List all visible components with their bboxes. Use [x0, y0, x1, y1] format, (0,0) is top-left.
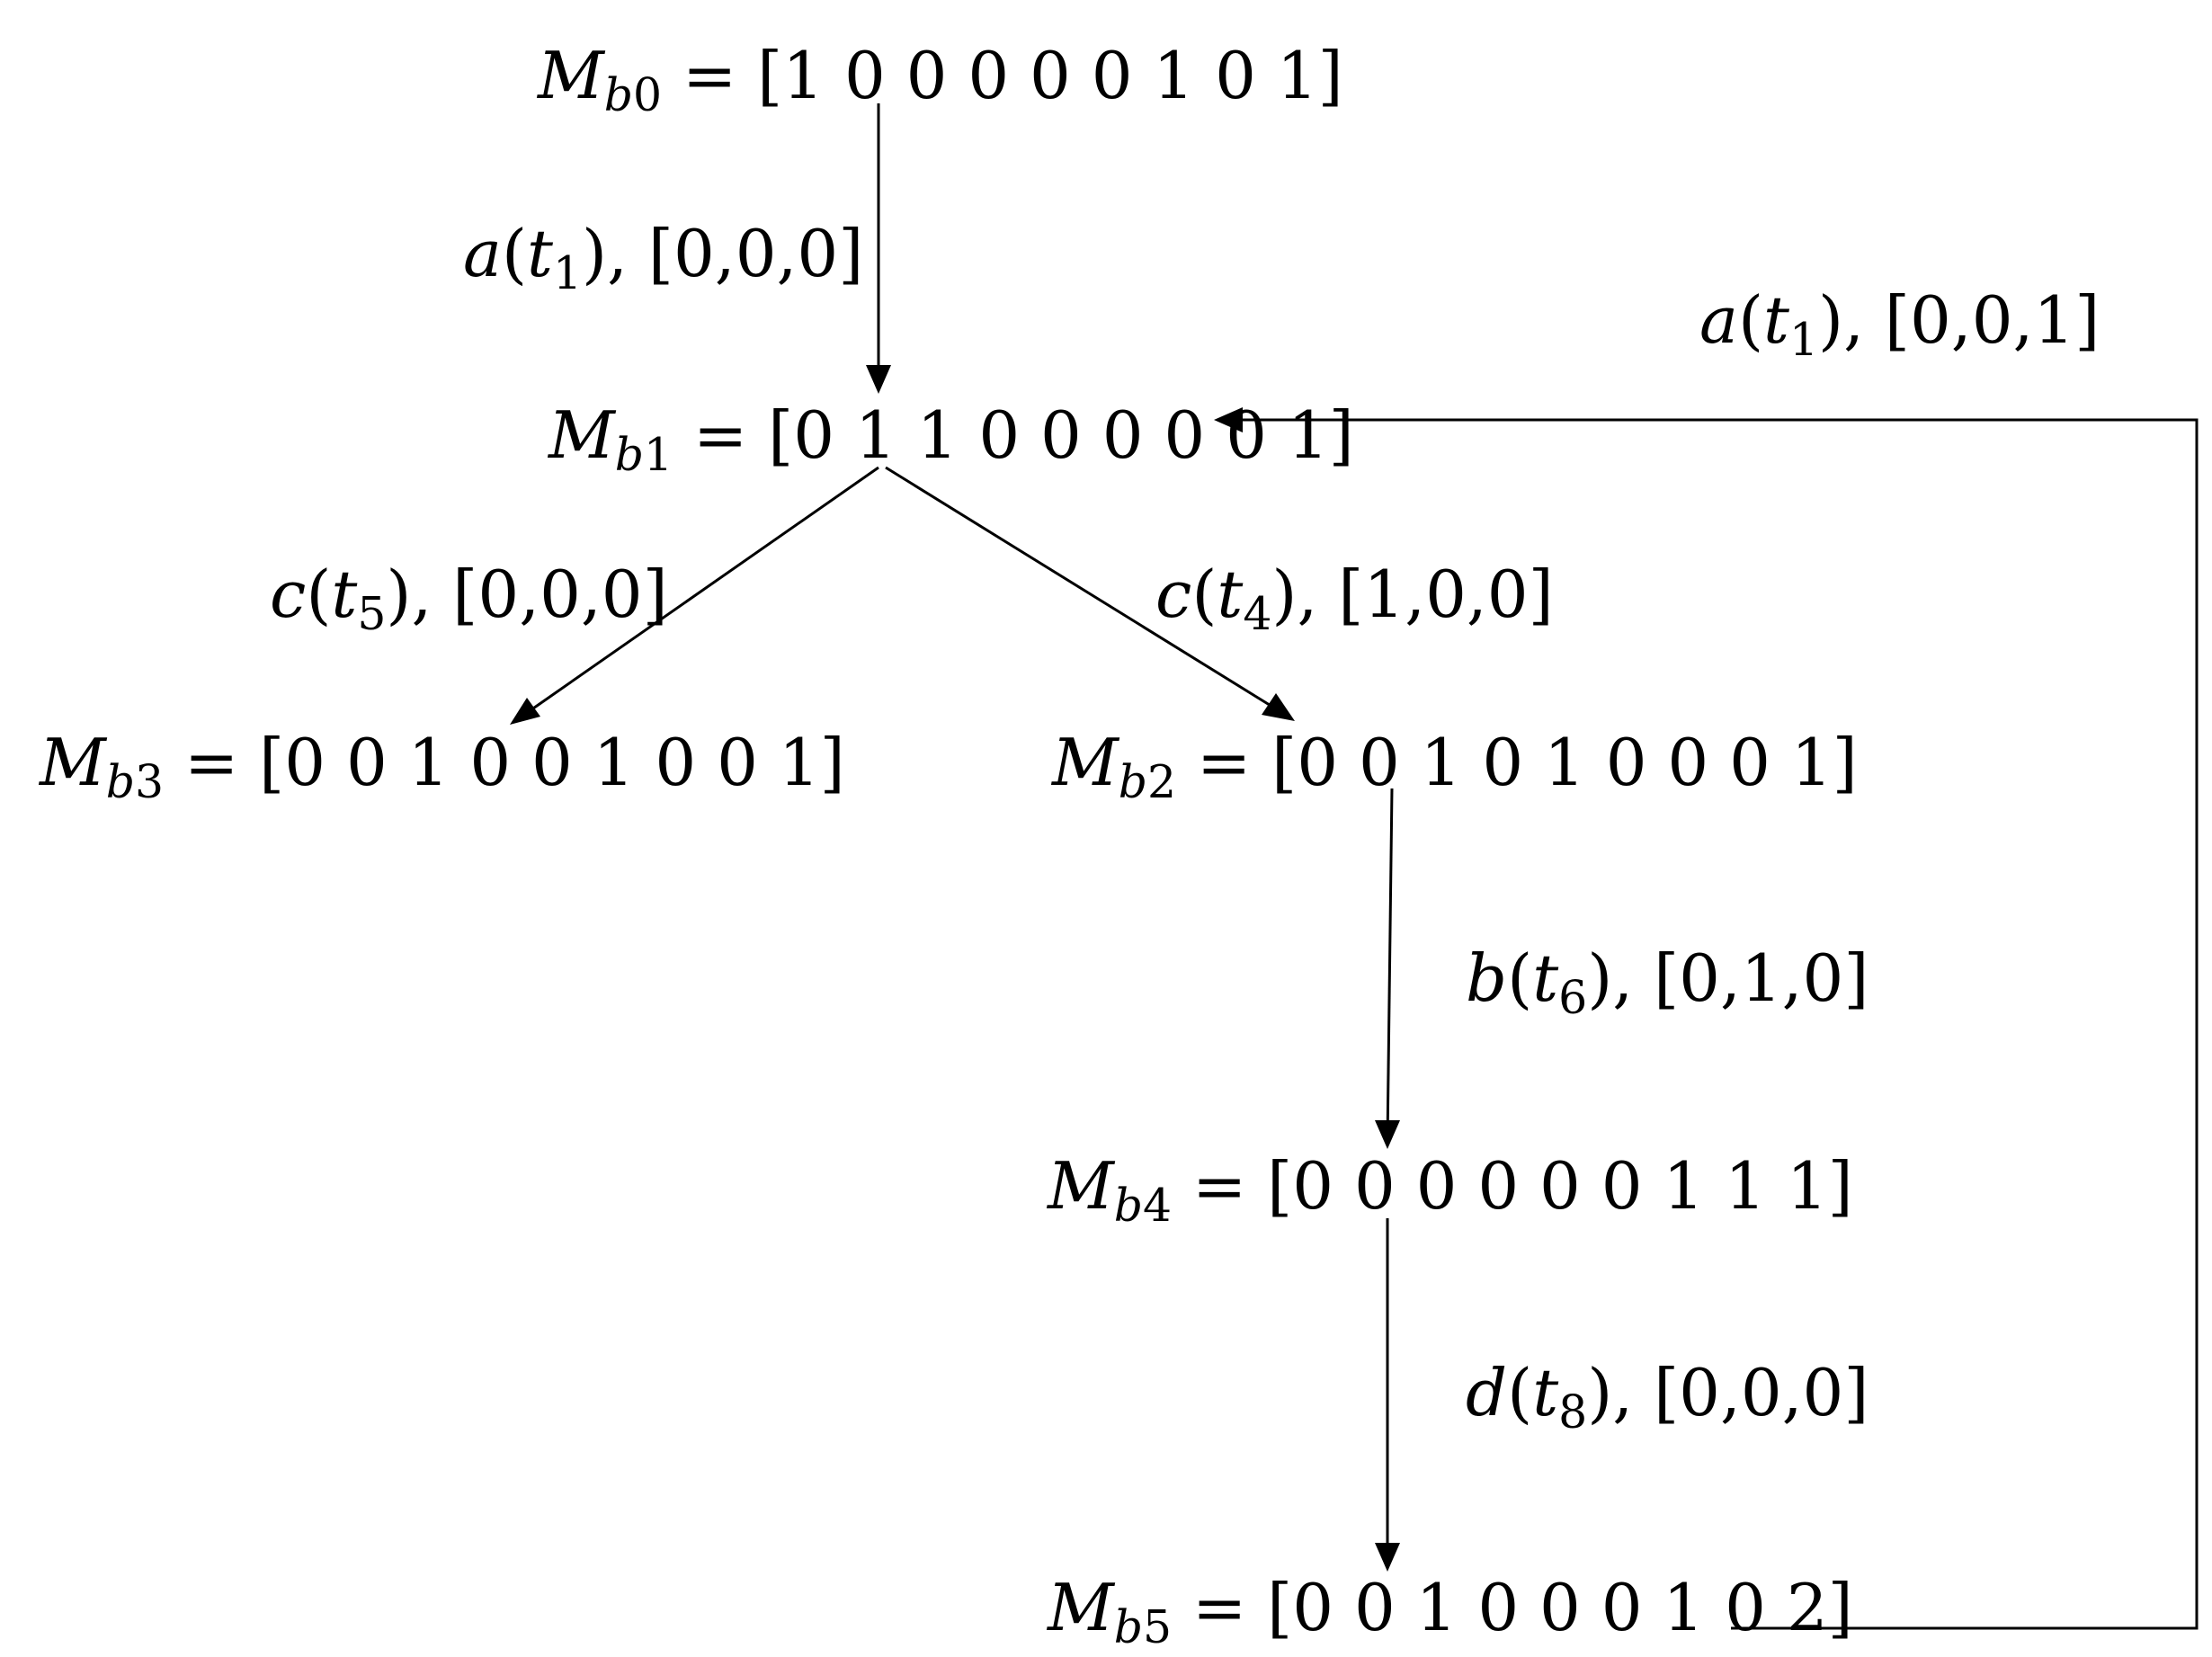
separator: ,: [1612, 1355, 1655, 1430]
transition-var: t: [527, 216, 553, 291]
event-name: a: [1699, 282, 1738, 358]
transition-index: 4: [1243, 587, 1272, 641]
state-vector: [0 0 0 0 0 0 1 1 1]: [1267, 1148, 1853, 1224]
transition-index: 5: [357, 587, 387, 641]
state-sub-letter: b: [603, 68, 633, 122]
paren-close: ): [582, 216, 608, 291]
transition-vector: [0,0,0]: [452, 557, 668, 632]
transition-label-mb0-mb1: a(t1), [0,0,0]: [463, 221, 863, 296]
transition-vector: [0,1,0]: [1654, 940, 1869, 1016]
state-sub-letter: b: [1118, 755, 1147, 809]
state-sub-letter: b: [614, 428, 644, 482]
paren-open: (: [306, 557, 332, 632]
paren-open: (: [1737, 282, 1764, 358]
separator: ,: [411, 557, 453, 632]
state-var: M: [1052, 725, 1119, 800]
edge-mb2-mb4: [1386, 788, 1394, 1143]
state-mb0: Mb0 = [1 0 0 0 0 0 1 0 1]: [538, 43, 1343, 118]
paren-close: ): [1818, 282, 1844, 358]
paren-open: (: [501, 216, 528, 291]
event-name: a: [463, 216, 502, 291]
equals-sign: =: [183, 725, 239, 800]
event-name: c: [1155, 557, 1192, 632]
state-sub-index: 4: [1143, 1179, 1173, 1233]
paren-open: (: [1191, 557, 1217, 632]
transition-var: t: [1532, 1355, 1559, 1430]
equals-sign: =: [1196, 725, 1252, 800]
state-sub-index: 0: [633, 68, 663, 122]
state-vector: [0 0 1 0 1 0 0 0 1]: [1271, 725, 1858, 800]
paren-close: ): [1587, 940, 1613, 1016]
transition-index: 1: [552, 246, 583, 300]
equals-sign: =: [1191, 1570, 1247, 1645]
state-vector: [1 0 0 0 0 0 1 0 1]: [757, 38, 1343, 113]
state-sub-letter: b: [1113, 1179, 1143, 1233]
state-sub-index: 2: [1147, 755, 1177, 809]
transition-index: 1: [1788, 313, 1819, 367]
state-mb3: Mb3 = [0 0 1 0 0 1 0 0 1]: [40, 730, 845, 805]
arrowhead-mb1-right: [1214, 407, 1243, 432]
state-var: M: [538, 38, 604, 113]
event-name: b: [1466, 940, 1508, 1016]
separator: ,: [1843, 282, 1885, 358]
equals-sign: =: [682, 38, 737, 113]
state-vector: [0 0 1 0 0 1 0 0 1]: [259, 725, 845, 800]
state-mb4: Mb4 = [0 0 0 0 0 0 1 1 1]: [1048, 1154, 1853, 1228]
arrowhead-mb5: [1375, 1543, 1400, 1572]
state-sub-letter: b: [105, 755, 135, 809]
arrowhead-mb3: [510, 698, 540, 725]
transition-label-mb1-mb3: c(t5), [0,0,0]: [270, 562, 668, 637]
state-sub-index: 1: [644, 428, 673, 482]
edge-mb5-mb1: [1223, 418, 2199, 1630]
transition-index: 8: [1558, 1385, 1588, 1439]
transition-var: t: [1763, 282, 1789, 358]
event-name: c: [270, 557, 307, 632]
arrowhead-mb2: [1262, 693, 1295, 721]
state-sub-letter: b: [1113, 1600, 1143, 1654]
edge-mb1-mb2: [885, 466, 1273, 708]
paren-close: ): [1587, 1355, 1613, 1430]
state-vector: [0 1 1 0 0 0 0 0 1]: [768, 397, 1354, 473]
transition-var: t: [331, 557, 358, 632]
paren-open: (: [1507, 940, 1533, 1016]
transition-label-mb1-mb2: c(t4), [1,0,0]: [1155, 562, 1554, 637]
paren-close: ): [1271, 557, 1298, 632]
state-mb2: Mb2 = [0 0 1 0 1 0 0 0 1]: [1052, 730, 1858, 805]
equals-sign: =: [692, 397, 748, 473]
transition-label-mb5-mb1: a(t1), [0,0,1]: [1699, 288, 2100, 362]
state-mb5: Mb5 = [0 0 1 0 0 0 1 0 2]: [1048, 1575, 1853, 1650]
transition-vector: [1,0,0]: [1338, 557, 1554, 632]
state-var: M: [549, 397, 615, 473]
transition-label-mb4-mb5: d(t8), [0,0,0]: [1466, 1360, 1869, 1435]
state-var: M: [1048, 1148, 1114, 1224]
transition-vector: [0,0,1]: [1884, 282, 2101, 358]
arrowhead-mb1-top: [866, 365, 891, 394]
state-sub-index: 3: [135, 755, 165, 809]
transition-var: t: [1532, 940, 1559, 1016]
equals-sign: =: [1191, 1148, 1247, 1224]
state-var: M: [1048, 1570, 1114, 1645]
state-mb1: Mb1 = [0 1 1 0 0 0 0 0 1]: [549, 403, 1354, 477]
transition-label-mb2-mb4: b(t6), [0,1,0]: [1466, 946, 1869, 1020]
paren-open: (: [1507, 1355, 1533, 1430]
edge-mb1-mb3: [530, 466, 879, 712]
transition-vector: [0,0,0]: [1654, 1355, 1869, 1430]
transition-vector: [0,0,0]: [647, 216, 864, 291]
paren-close: ): [386, 557, 412, 632]
state-var: M: [40, 725, 106, 800]
state-sub-index: 5: [1143, 1600, 1173, 1654]
event-name: d: [1466, 1355, 1508, 1430]
separator: ,: [1297, 557, 1339, 632]
separator: ,: [607, 216, 648, 291]
state-vector: [0 0 1 0 0 0 1 0 2]: [1267, 1570, 1853, 1645]
separator: ,: [1612, 940, 1655, 1016]
transition-var: t: [1217, 557, 1244, 632]
transition-index: 6: [1558, 971, 1588, 1025]
arrowhead-mb4: [1375, 1120, 1400, 1149]
